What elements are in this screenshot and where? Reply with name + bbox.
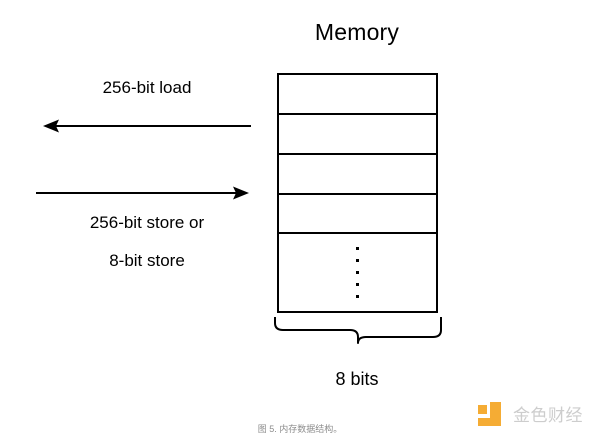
load-operation-label: 256-bit load <box>102 78 192 97</box>
logo-bar-horizontal <box>478 418 501 426</box>
width-brace-icon <box>272 317 444 345</box>
store-operation-label-line2: 8-bit store <box>109 251 185 270</box>
figure-title: Memory <box>314 19 400 45</box>
arrow-left-glyph <box>43 119 251 133</box>
jinse-logo-icon <box>478 402 506 430</box>
logo-square-small <box>478 405 487 414</box>
logo-bar-vertical <box>490 402 501 426</box>
memory-cell <box>279 75 436 115</box>
memory-cell <box>279 195 436 234</box>
brace-glyph <box>274 317 442 344</box>
watermark-text: 金色财经 <box>513 406 583 426</box>
memory-cell-continuation <box>279 234 436 311</box>
memory-box <box>277 73 438 313</box>
memory-cell <box>279 155 436 195</box>
memory-width-label: 8 bits <box>335 369 379 389</box>
arrow-left-icon <box>43 117 251 135</box>
figure-caption: 图 5. 内存数据结构。 <box>257 424 343 434</box>
watermark: 金色财经 <box>478 398 590 434</box>
arrow-right-icon <box>36 184 249 202</box>
store-operation-label-line1: 256-bit store or <box>89 213 205 232</box>
memory-cell <box>279 115 436 155</box>
arrow-right-glyph <box>36 186 249 200</box>
